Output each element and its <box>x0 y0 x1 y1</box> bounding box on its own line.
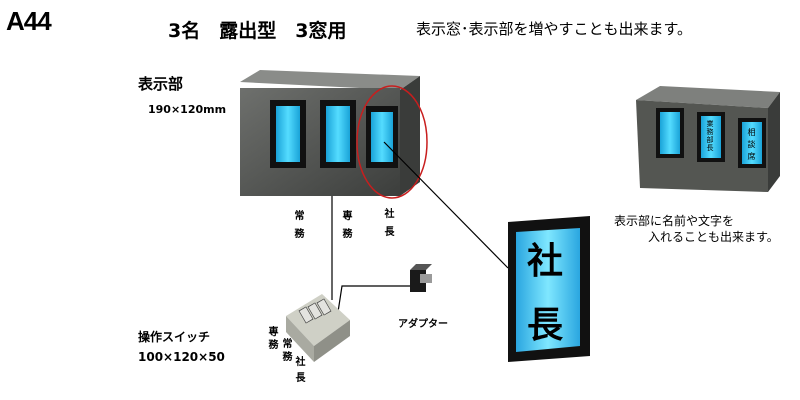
adapter-cable <box>337 285 412 313</box>
adapter-label: アダプター <box>398 319 448 330</box>
switch-button-jomu[interactable] <box>307 302 323 320</box>
display-window-shacho <box>366 106 398 168</box>
display-window-jomu <box>270 100 306 168</box>
sample-unit-side <box>768 92 780 192</box>
switch-unit-side <box>314 320 350 362</box>
adapter-plug <box>420 274 432 283</box>
display-unit-label: 表示部 <box>138 75 184 93</box>
switch-unit-label: 操作スイッチ <box>138 330 211 344</box>
enlarged-char-2: 長 <box>527 305 564 346</box>
sample-window-blank <box>656 108 684 158</box>
enlarged-panel <box>508 216 590 362</box>
product-headline: 3名 露出型 3窓用 <box>168 20 347 42</box>
switch-label-shacho: 社長 <box>293 356 304 388</box>
display-window-senmu <box>320 100 356 168</box>
switch-unit-top <box>286 294 350 346</box>
window-label-shacho: 社長 <box>382 208 393 244</box>
sample-note-line2: 入れることも出来ます。 <box>648 230 779 244</box>
window-label-jomu: 常務 <box>292 210 303 246</box>
switch-label-jomu: 常務 <box>280 338 291 364</box>
sample-window-bucho <box>697 112 725 162</box>
switch-button-shacho[interactable] <box>316 298 332 316</box>
adapter <box>410 264 432 292</box>
window-label-senmu: 専務 <box>340 210 351 246</box>
enlarged-char-1: 社 <box>527 241 564 282</box>
switch-unit-dimensions: 100×120×50 <box>138 350 225 364</box>
display-unit <box>240 70 420 196</box>
sample-unit-top <box>636 86 780 108</box>
model-code: A44 <box>6 6 52 36</box>
display-unit-side <box>400 76 420 196</box>
sample-window-sodanseki <box>738 118 766 168</box>
highlight-oval <box>356 85 428 199</box>
display-unit-top <box>240 70 420 90</box>
switch-unit <box>286 294 350 362</box>
display-unit-dimensions: 190×120mm <box>148 103 227 116</box>
sample-window-text-sodanseki: 相談席 <box>747 128 756 164</box>
sample-display-unit <box>636 86 780 192</box>
switch-label-senmu: 専務 <box>266 326 277 352</box>
tagline: 表示窓･表示部を増やすことも出来ます。 <box>416 20 693 38</box>
callout-line <box>383 141 509 269</box>
sample-note-line1: 表示部に名前や文字を <box>614 214 735 228</box>
adapter-top <box>410 264 432 270</box>
sample-window-text-bucho: 業務部長 <box>706 120 714 152</box>
switch-button-senmu[interactable] <box>298 306 314 324</box>
switch-unit-front <box>286 316 314 362</box>
